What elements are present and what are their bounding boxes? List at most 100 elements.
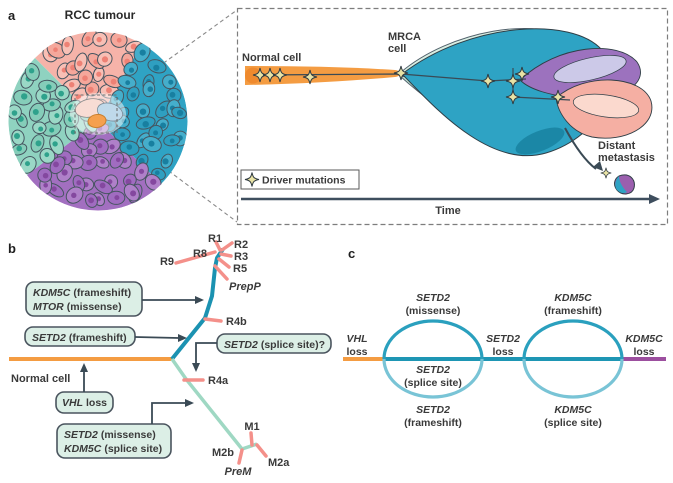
tumour-cell-nucleus: [107, 179, 113, 185]
tumour-cell-nucleus: [120, 132, 125, 138]
tumour-cell-nucleus: [159, 105, 166, 112]
tumour-cell-nucleus: [61, 67, 67, 73]
lineage-line-main: [257, 73, 527, 82]
tumour-cell-nucleus: [96, 71, 102, 77]
tumour-cell-nucleus: [177, 109, 184, 116]
tumour-founder-zone: [70, 93, 126, 135]
purple-inner: [553, 55, 627, 83]
label-r2: R2: [234, 239, 248, 251]
tumour-cell-nucleus: [32, 109, 39, 115]
tumour-cell-nucleus: [130, 190, 137, 197]
sample-ticks: [174, 240, 268, 465]
annotation-boxes: KDM5C(frameshift) MTOR(missense) SETD2(f…: [24, 281, 332, 459]
mrca-label-2: cell: [388, 43, 406, 55]
tumour-cell-nucleus: [87, 86, 94, 93]
tumour-cell-nucleus: [115, 157, 121, 163]
label-r4b: R4b: [226, 316, 247, 328]
loop1-inside-gene: SETD2: [416, 364, 450, 376]
normal-cell-label-b: Normal cell: [11, 373, 70, 385]
label-r1: R1: [208, 233, 222, 245]
kdm5c-loss-gene: KDM5C: [625, 333, 663, 345]
tumour-cell-nucleus: [101, 56, 109, 63]
setd2-loss-word: loss: [492, 346, 513, 358]
time-axis-label: Time: [435, 205, 460, 217]
tumour-cell-nucleus: [51, 186, 57, 192]
normal-cell-label-a: Normal cell: [242, 52, 301, 64]
annotation-box-1: [25, 281, 143, 317]
label-r4a: R4a: [208, 375, 229, 387]
loop2-top-arc: [522, 319, 624, 360]
tumour-cell-nucleus: [54, 113, 60, 119]
tumour-cell-nucleus: [49, 127, 55, 133]
tumour-cell-nucleus: [64, 41, 70, 48]
label-m2a: M2a: [268, 457, 290, 469]
tumour-cell-nucleus: [53, 161, 59, 168]
tumour-cell-nucleus: [162, 158, 169, 165]
loop1-above-type: (missense): [406, 305, 461, 317]
lineage-line-salmon: [512, 96, 571, 101]
tumour-cell-nucleus: [61, 169, 68, 176]
tumour-cell-nucleus: [53, 47, 58, 52]
tumour-cell-nucleus: [69, 82, 75, 88]
tumour-cell-nucleus: [85, 36, 91, 42]
zoom-region-box: [74, 94, 118, 134]
panel-c-label: c: [348, 246, 355, 261]
label-prem: PreM: [225, 466, 253, 478]
normal-cell-stream: [245, 66, 401, 85]
tumour-cell-nucleus: [28, 68, 35, 74]
loop2-above-type: (frameshift): [544, 305, 602, 317]
distant-label-2: metastasis: [598, 152, 655, 164]
tumour-cell-nucleus: [109, 144, 115, 150]
tumour-cell-nucleus: [126, 144, 133, 150]
label-r9: R9: [160, 256, 174, 268]
parallel-evolution-diagram: SETD2 (missense) SETD2 (splice site) SET…: [343, 292, 666, 429]
tumour-cell-nucleus: [14, 133, 20, 139]
tumour-cell-nucleus: [153, 64, 160, 71]
tumour-cell-nucleus: [41, 93, 48, 100]
teal-inner-shade: [515, 127, 565, 155]
tumour-cell-nucleus: [130, 92, 137, 98]
tumour-cell-nucleus: [168, 79, 174, 85]
tumour-cell-nucleus: [35, 140, 42, 147]
kdm5c-loss-word: loss: [633, 346, 654, 358]
tumour-cell-nucleus: [110, 78, 117, 85]
loop2-bottom-arc: [522, 358, 624, 399]
setd2-loss-gene: SETD2: [486, 333, 520, 345]
svg-text:KDM5C(frameshift): KDM5C(frameshift): [33, 287, 131, 299]
driver-mutations-legend-label: Driver mutations: [262, 175, 346, 187]
rcc-tumour-illustration: [8, 31, 188, 211]
svg-text:SETD2(frameshift): SETD2(frameshift): [32, 332, 127, 344]
tumour-cell-nucleus: [130, 43, 137, 50]
tumour-cell-nucleus: [11, 110, 18, 116]
tumour-cell-nucleus: [160, 122, 167, 129]
tumour-cell-nucleus: [76, 180, 82, 186]
svg-text:SETD2(missense): SETD2(missense): [64, 429, 156, 441]
loop1-top-arc: [382, 319, 484, 360]
tumour-cell-nucleus: [16, 145, 23, 152]
time-axis-arrowhead: [649, 194, 660, 204]
svg-text:SETD2(splice site)?: SETD2(splice site)?: [224, 339, 325, 351]
tumour-cell-nucleus: [106, 87, 112, 94]
annotation-arrowheads: [80, 296, 204, 407]
founder-cell: [87, 113, 107, 129]
tumour-cell-nucleus: [88, 197, 94, 204]
label-r8: R8: [193, 248, 207, 260]
label-r3: R3: [234, 251, 248, 263]
label-prepp: PrepP: [229, 281, 261, 293]
vhl-loss-gene: VHL: [347, 333, 368, 345]
tumour-cell-nucleus: [169, 138, 175, 144]
tumour-cell-nucleus: [114, 195, 120, 201]
tumour-cell-nucleus: [38, 126, 44, 132]
tumour-cell-nucleus: [82, 75, 88, 81]
branch-metastasis: [170, 357, 258, 451]
salmon-inner: [572, 93, 640, 119]
panel-b-label: b: [8, 241, 16, 256]
tumour-cell-nucleus: [155, 170, 160, 175]
tumour-cell-nucleus: [150, 178, 157, 185]
tumour-cell-nucleus: [96, 36, 102, 43]
tumour-cell-nucleus: [21, 93, 28, 100]
loop1-inside-type: (splice site): [404, 377, 462, 389]
driver-mutations-legend: Driver mutations: [240, 169, 360, 190]
tumour-cell-nucleus: [71, 192, 77, 198]
